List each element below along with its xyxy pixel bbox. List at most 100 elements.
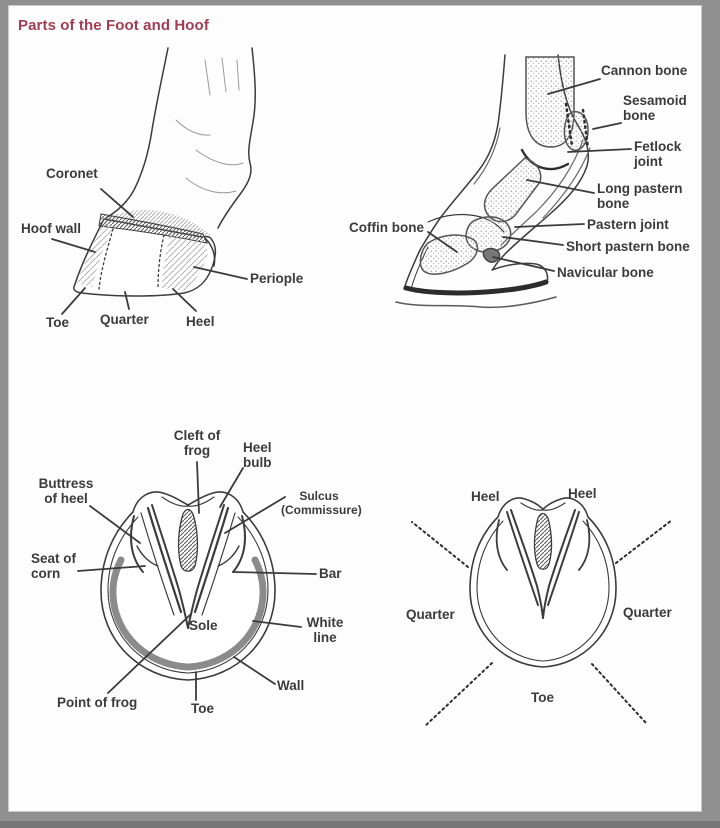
label-bar: Bar <box>319 566 342 581</box>
label-white-line: White line <box>306 615 344 646</box>
leader-cannon-bone <box>547 78 601 95</box>
hoof-toe-shading <box>77 222 115 287</box>
leader-coronet <box>100 188 134 218</box>
frog-left-edge <box>151 504 189 629</box>
label-sole: Sole <box>189 618 218 633</box>
label-wall: Wall <box>277 678 305 693</box>
label-seat-of-corn: Seat of corn <box>31 551 77 582</box>
label-heel-region-right: Heel <box>568 486 597 501</box>
hoof-division-dotted-2 <box>157 234 165 290</box>
navicular-bone-shape <box>482 247 501 263</box>
leader-navicular-bone <box>492 256 555 272</box>
label-periople: Periople <box>250 271 304 286</box>
heel-bulb-lines <box>161 496 215 507</box>
leader-quarter <box>124 291 130 310</box>
region-bulb-lines <box>520 502 566 511</box>
leader-long-pastern-bone <box>526 179 595 194</box>
sole-band <box>403 279 549 296</box>
cross-section-drawing <box>395 54 591 309</box>
leg-outline-back <box>217 47 256 229</box>
region-frog-right <box>542 509 576 619</box>
label-heel-side: Heel <box>186 314 215 329</box>
divider-bottom-left <box>423 662 493 728</box>
label-cannon-bone: Cannon bone <box>601 63 688 78</box>
white-line-band <box>109 556 267 671</box>
label-hoof-wall: Hoof wall <box>21 221 81 236</box>
label-coffin-bone: Coffin bone <box>349 220 424 235</box>
leader-short-pastern-bone <box>502 236 564 246</box>
label-long-pastern-bone: Long pastern bone <box>597 181 683 212</box>
leader-cleft-of-frog <box>196 461 200 514</box>
region-frog-left <box>510 509 544 619</box>
tendon-dotted-marks <box>564 102 590 150</box>
leader-toe <box>61 287 86 315</box>
hoof-heel-shading <box>162 236 208 291</box>
fetlock-joint-line <box>520 148 570 171</box>
label-toe-region: Toe <box>531 690 554 705</box>
coronet-band <box>98 213 208 244</box>
regions-view-drawing <box>411 497 673 728</box>
leader-heel <box>172 288 197 312</box>
leg-texture <box>175 57 244 194</box>
page-title: Parts of the Foot and Hoof <box>18 17 209 34</box>
label-pastern-joint: Pastern joint <box>587 217 669 232</box>
heel-outline <box>491 262 549 283</box>
region-divider-dotted-lines <box>411 519 673 728</box>
ground-line <box>395 296 557 309</box>
label-point-of-frog: Point of frog <box>57 695 138 710</box>
pastern-shading <box>112 210 212 236</box>
collateral-sulci <box>140 506 236 616</box>
leader-white-line <box>252 620 302 628</box>
divider-bottom-right <box>591 663 647 724</box>
divider-top-right <box>615 519 673 564</box>
leader-wall <box>233 656 276 685</box>
cleft-of-frog-shape <box>177 508 199 572</box>
label-toe-side: Toe <box>46 315 69 330</box>
divider-top-left <box>411 521 469 568</box>
label-quarter-side: Quarter <box>100 312 149 327</box>
leader-periople <box>193 266 248 280</box>
label-sulcus-commissure: Sulcus (Commissure) <box>281 489 362 517</box>
cross-section-leaders <box>427 78 632 272</box>
label-heel-bulb: Heel bulb <box>243 440 272 471</box>
inner-wall-line <box>107 516 269 674</box>
frog-right-edge <box>187 504 225 629</box>
leader-pastern-joint <box>514 223 585 228</box>
region-cleft <box>533 512 553 570</box>
solar-view-leaders <box>77 461 317 701</box>
label-cleft-of-frog: Cleft of frog <box>173 428 221 459</box>
label-short-pastern-bone: Short pastern bone <box>566 239 690 254</box>
region-hoof-outline <box>469 497 617 668</box>
label-sesamoid-bone: Sesamoid bone <box>623 93 687 124</box>
leader-point-of-frog <box>107 614 191 694</box>
long-pastern-bone-shape <box>483 157 542 223</box>
sesamoid-bone-shape <box>563 110 589 151</box>
region-inner-wall-line <box>476 520 610 662</box>
leg-outline-front <box>105 47 169 219</box>
side-view-leaders <box>51 188 248 315</box>
label-quarter-region-left: Quarter <box>406 607 455 622</box>
label-toe-solar: Toe <box>191 701 214 716</box>
leader-bar <box>232 571 317 575</box>
label-heel-region-left: Heel <box>471 489 500 504</box>
coffin-bone-shape <box>419 234 479 275</box>
leader-seat-of-corn <box>77 565 146 572</box>
frame-shadow <box>0 821 720 828</box>
leader-sulcus <box>224 496 286 534</box>
leader-sesamoid-bone <box>592 122 622 130</box>
seat-of-corn-hooks <box>136 545 240 567</box>
leader-buttress-of-heel <box>89 505 141 544</box>
hoof-division-dotted-1 <box>98 228 114 290</box>
label-quarter-region-right: Quarter <box>623 605 672 620</box>
solar-view-drawing <box>100 491 276 681</box>
leader-coffin-bone <box>427 231 458 253</box>
tendon-lines <box>473 127 591 246</box>
leader-fetlock-joint <box>567 148 632 153</box>
label-coronet: Coronet <box>46 166 98 181</box>
label-buttress-of-heel: Buttress of heel <box>38 476 94 507</box>
section-outline-front <box>419 54 506 251</box>
leader-hoof-wall <box>51 238 96 253</box>
hoof-wall-outline <box>100 491 276 681</box>
